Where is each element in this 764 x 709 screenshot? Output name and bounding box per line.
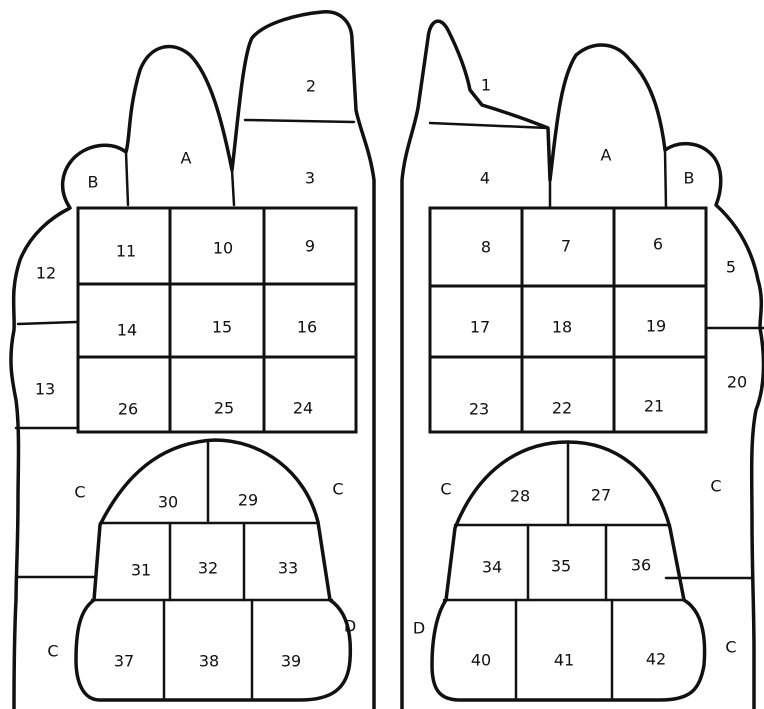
left-dome-label: 33 — [278, 559, 298, 578]
left-region-label: 12 — [36, 264, 56, 283]
left-dome-label: 30 — [158, 493, 178, 512]
left-region-label: 2 — [306, 77, 316, 96]
left-letter-label: B — [88, 173, 99, 192]
right-dome-label: 28 — [510, 487, 530, 506]
right-letter-label: D — [413, 619, 425, 638]
left-grid-label: 25 — [214, 399, 234, 418]
left-grid-label: 26 — [118, 400, 138, 419]
right-grid-label: 17 — [470, 318, 490, 337]
left-letter-label: C — [47, 642, 58, 661]
left-big-toe-divider — [245, 120, 354, 122]
right-dome-label: 40 — [471, 651, 491, 670]
right-grid-label: 22 — [552, 399, 572, 418]
right-dome-label: 27 — [591, 486, 611, 505]
right-dome-label: 36 — [631, 556, 651, 575]
right-region-label: 5 — [726, 258, 736, 277]
right-dome-label: 42 — [646, 650, 666, 669]
left-letter-label: D — [344, 617, 356, 636]
right-dome-label: 35 — [551, 557, 571, 576]
left-ball-top-line — [232, 170, 234, 205]
right-grid-label: 18 — [552, 318, 572, 337]
left-dome-label: 37 — [114, 652, 134, 671]
left-grid-label: 14 — [117, 321, 137, 340]
right-letter-label: A — [601, 146, 612, 165]
left-grid-label: 11 — [116, 242, 136, 261]
right-grid-label: 6 — [653, 235, 663, 254]
left-dome-label: 39 — [281, 652, 301, 671]
left-letter-label: C — [74, 483, 85, 502]
left-foot: 2 3 A B 12 13 11 10 9 14 15 16 26 25 24 … — [11, 12, 374, 709]
right-dome-label: 41 — [554, 651, 574, 670]
right-letter-label: C — [710, 477, 721, 496]
left-region-label: 3 — [305, 169, 315, 188]
left-letter-label: A — [181, 149, 192, 168]
right-grid-label: 21 — [644, 397, 664, 416]
left-region-label: 13 — [35, 380, 55, 399]
right-letter-label: B — [684, 169, 695, 188]
right-grid-label: 19 — [646, 317, 666, 336]
left-toe-gap-line — [126, 152, 128, 205]
left-letter-label: C — [332, 480, 343, 499]
right-region-label: 4 — [480, 169, 490, 188]
left-dome-label: 29 — [238, 491, 258, 510]
right-dome-label: 34 — [482, 558, 502, 577]
right-region-label: 20 — [727, 373, 747, 392]
left-grid-label: 24 — [293, 399, 313, 418]
right-grid-label: 8 — [481, 238, 491, 257]
right-region-label: 1 — [481, 76, 491, 95]
left-side-divider-upper — [18, 322, 76, 324]
left-dome-label: 32 — [198, 559, 218, 578]
left-dome-label: 31 — [131, 561, 151, 580]
left-foot-outline — [11, 12, 374, 709]
left-dome-label: 38 — [199, 652, 219, 671]
left-grid-label: 9 — [305, 237, 315, 256]
left-grid-label: 10 — [213, 239, 233, 258]
right-toe-gap-line — [665, 150, 666, 208]
right-grid-label: 7 — [561, 237, 571, 256]
right-foot: 1 4 A B 5 20 8 7 6 17 18 19 23 22 21 C C… — [402, 21, 764, 709]
right-letter-label: C — [725, 638, 736, 657]
right-grid-label: 23 — [469, 400, 489, 419]
right-letter-label: C — [440, 480, 451, 499]
right-big-toe-divider — [430, 123, 548, 128]
left-grid-label: 16 — [297, 318, 317, 337]
left-grid-label: 15 — [212, 318, 232, 337]
